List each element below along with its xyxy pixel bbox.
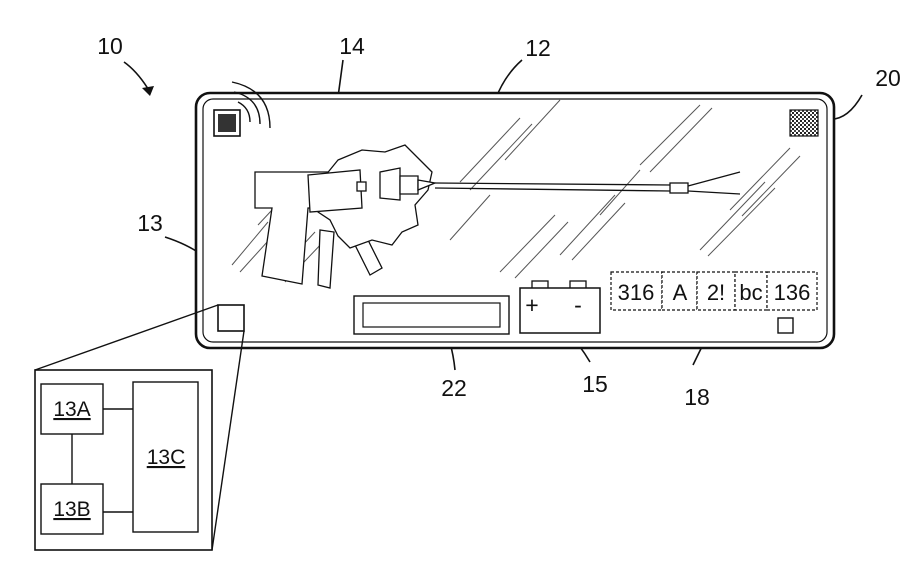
ref-22: 22 xyxy=(441,375,467,401)
cable-connector xyxy=(670,183,688,193)
block-13a-label: 13A xyxy=(53,398,90,421)
small-indicator-square xyxy=(778,318,793,333)
code-cell-3-text: 2! xyxy=(707,280,725,305)
battery-minus: - xyxy=(574,292,582,318)
block-13c-label: 13C xyxy=(147,446,186,469)
block-13b-label: 13B xyxy=(53,498,90,521)
code-cell-1-text: 316 xyxy=(618,280,655,305)
display-strip-inner xyxy=(363,303,500,327)
tool-body xyxy=(308,170,362,212)
ref-15: 15 xyxy=(582,371,608,397)
code-cell-4-text: bc xyxy=(739,280,762,305)
ref-13: 13 xyxy=(137,210,163,236)
tool-nozzle xyxy=(400,176,418,194)
code-cell-2-text: A xyxy=(673,280,688,305)
ref-20: 20 xyxy=(875,65,901,91)
code-cell-5-text: 136 xyxy=(774,280,811,305)
callout-line-right xyxy=(212,331,244,550)
tool-collar xyxy=(380,168,400,200)
antenna-module-chip xyxy=(218,114,236,132)
battery-plus: + xyxy=(525,292,538,318)
ref-18: 18 xyxy=(684,384,710,410)
module-13-square xyxy=(218,305,244,331)
device-arrowhead xyxy=(142,86,154,96)
ref-10: 10 xyxy=(97,33,123,59)
tool-button xyxy=(357,182,366,191)
callout-line-left xyxy=(35,305,218,370)
matrix-code-symbol xyxy=(790,110,818,136)
ref-14: 14 xyxy=(339,33,365,59)
ref-12: 12 xyxy=(525,35,551,61)
